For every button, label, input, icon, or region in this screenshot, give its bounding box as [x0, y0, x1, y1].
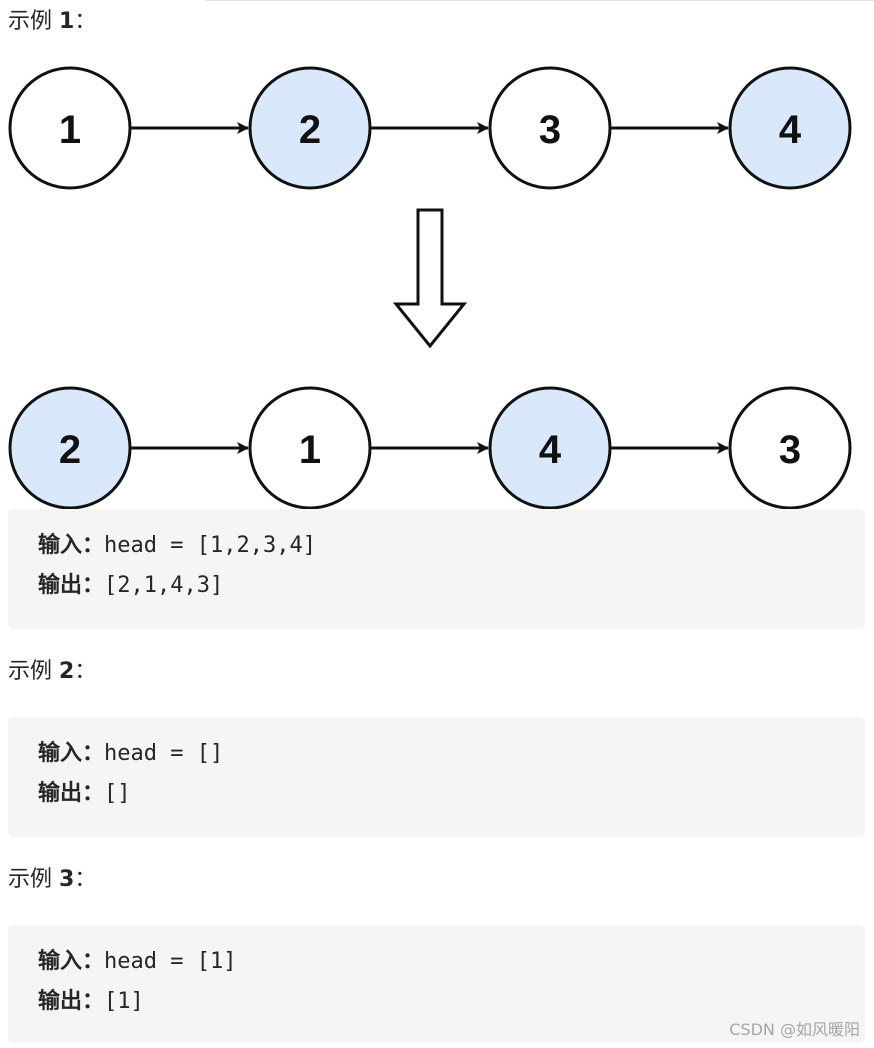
node-value: 1	[299, 428, 321, 472]
output-value: [1]	[104, 989, 144, 1014]
csdn-watermark: CSDN @如风暖阳	[729, 1020, 860, 1039]
example-3-heading: 示例 3：	[8, 867, 97, 892]
output-label: 输出：	[38, 573, 105, 598]
example-2-codebox: 输入：head = [] 输出：[]	[8, 717, 865, 837]
top-divider	[205, 0, 874, 1]
node-value: 3	[539, 108, 561, 152]
before-node-3: 3	[488, 66, 612, 190]
before-node-2: 2	[248, 66, 372, 190]
example-2-output-line: 输出：[]	[38, 779, 131, 809]
example-1-heading: 示例 1：	[8, 9, 97, 34]
after-node-4: 3	[728, 386, 852, 510]
after-node-1: 2	[8, 386, 132, 510]
after-node-3: 4	[488, 386, 612, 510]
output-value: [2,1,4,3]	[104, 573, 224, 598]
node-value: 3	[779, 428, 801, 472]
linked-list-swap-diagram: 1 2 3 4 2 1 4 3	[8, 66, 852, 510]
node-value: 4	[779, 108, 802, 152]
node-value: 1	[59, 108, 81, 152]
before-node-1: 1	[8, 66, 132, 190]
example-1-output-line: 输出：[2,1,4,3]	[38, 571, 223, 601]
node-value: 2	[299, 108, 321, 152]
node-value: 4	[539, 428, 562, 472]
example-1-codebox: 输入：head = [1,2,3,4] 输出：[2,1,4,3]	[8, 509, 865, 629]
output-label: 输出：	[38, 781, 105, 806]
example-3-input-line: 输入：head = [1]	[38, 947, 236, 977]
transform-down-arrow	[392, 208, 468, 349]
node-value: 2	[59, 428, 81, 472]
output-label: 输出：	[38, 989, 105, 1014]
output-value: []	[104, 781, 131, 806]
input-label: 输入：	[38, 741, 105, 766]
example-2-heading: 示例 2：	[8, 659, 97, 684]
example-3-codebox: 输入：head = [1] 输出：[1]	[8, 925, 865, 1043]
input-value: head = [1]	[104, 949, 237, 974]
after-node-2: 1	[248, 386, 372, 510]
input-label: 输入：	[38, 949, 105, 974]
input-value: head = []	[104, 741, 224, 766]
example-3-output-line: 输出：[1]	[38, 987, 144, 1017]
input-value: head = [1,2,3,4]	[104, 533, 316, 558]
example-2-input-line: 输入：head = []	[38, 739, 223, 769]
example-1-input-line: 输入：head = [1,2,3,4]	[38, 531, 316, 561]
before-node-4: 4	[728, 66, 852, 190]
input-label: 输入：	[38, 533, 105, 558]
